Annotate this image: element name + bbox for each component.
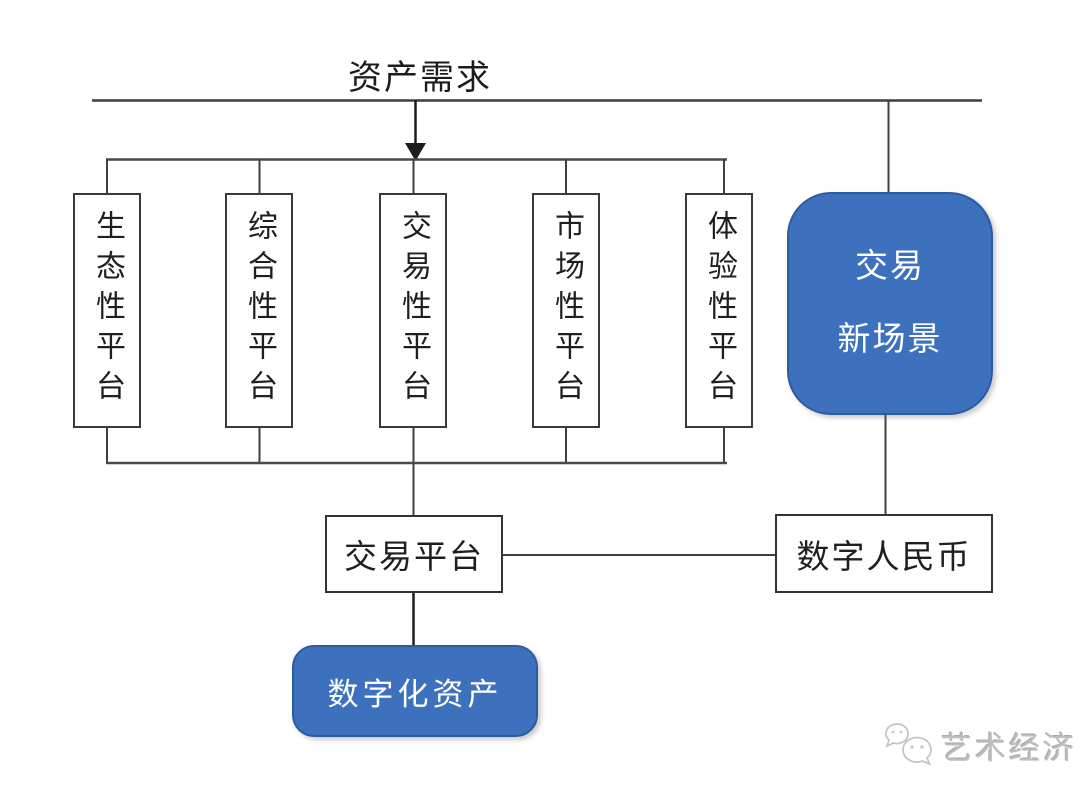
platform-box-comprehensive: 综合性平台	[225, 193, 293, 428]
digital-asset-box: 数字化资产	[292, 645, 538, 737]
platform-box-ecological: 生态性平台	[73, 193, 141, 428]
wechat-icon	[885, 723, 932, 766]
platform-box-market: 市场性平台	[532, 193, 600, 428]
digital-rmb-box: 数字人民币	[775, 514, 993, 593]
watermark: 艺术经济	[884, 722, 1077, 768]
platform-box-trading: 交易性平台	[379, 193, 447, 428]
arrow-head	[405, 143, 426, 161]
platform-box-experience: 体验性平台	[685, 193, 753, 428]
diagram-title: 资产需求	[348, 60, 492, 97]
trade-platform-box: 交易平台	[325, 515, 503, 593]
scenario-line-1: 交易	[855, 248, 925, 285]
watermark-label: 艺术经济	[941, 730, 1077, 766]
scenario-line-2: 新场景	[837, 321, 943, 358]
trading-new-scenario-box: 交易 新场景	[787, 192, 993, 415]
